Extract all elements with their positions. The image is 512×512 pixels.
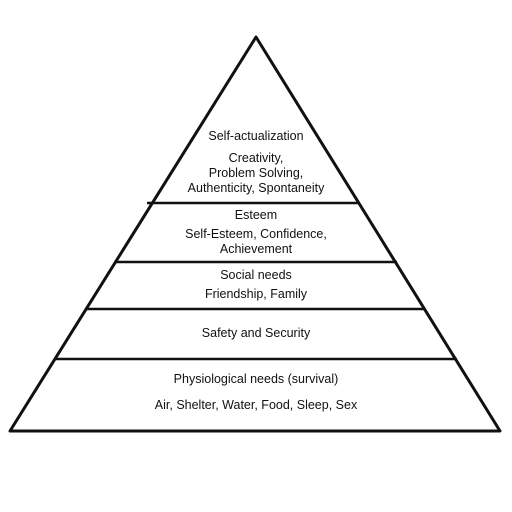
pyramid-triangle bbox=[8, 35, 502, 433]
level-social-detail: Friendship, Family bbox=[204, 287, 308, 301]
level-self-actualization-detail: Creativity, Problem Solving, Authenticit… bbox=[187, 151, 325, 195]
level-social-title: Social needs bbox=[220, 268, 292, 282]
level-esteem-detail: Self-Esteem, Confidence, Achievement bbox=[185, 227, 327, 256]
level-physiological-detail: Air, Shelter, Water, Food, Sleep, Sex bbox=[154, 398, 358, 412]
level-physiological-title: Physiological needs (survival) bbox=[173, 372, 339, 386]
level-self-actualization-title: Self-actualization bbox=[208, 129, 304, 143]
level-safety-title: Safety and Security bbox=[201, 326, 311, 340]
level-esteem-title: Esteem bbox=[234, 208, 278, 222]
